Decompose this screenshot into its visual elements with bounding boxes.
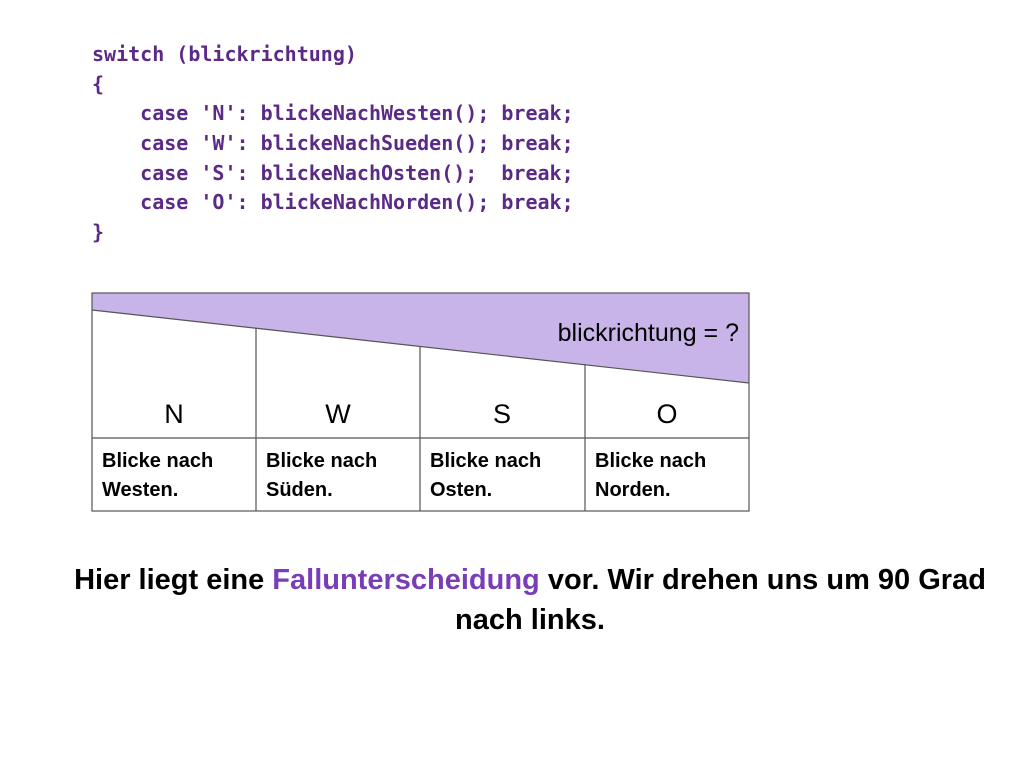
caption-highlight: Fallunterscheidung xyxy=(272,564,540,596)
case-label-o: O xyxy=(656,399,677,429)
caption-text: vor. Wir drehen uns um 90 Grad nach link… xyxy=(455,564,986,636)
code-line: switch (blickrichtung) xyxy=(92,42,357,66)
code-line: } xyxy=(92,220,105,245)
code-block: switch (blickrichtung) { case 'N': blicke… xyxy=(92,40,574,248)
code-line: case 'N': blickeNachWesten(); break; xyxy=(92,101,574,126)
case-label-n: N xyxy=(164,399,184,429)
case-label-s: S xyxy=(493,399,511,429)
action-text: Osten. xyxy=(430,479,493,501)
condition-label: blickrichtung = ? xyxy=(558,319,739,347)
code-line: { xyxy=(92,71,105,96)
action-cell-n: Blicke nach Westen. xyxy=(102,447,252,505)
action-text: Blicke nach xyxy=(595,450,707,472)
action-cell-o: Blicke nach Norden. xyxy=(595,447,745,505)
code-line: case 'S': blickeNachOsten(); break; xyxy=(92,160,574,185)
code-line: case 'O': blickeNachNorden(); break; xyxy=(92,190,574,215)
condition-header xyxy=(92,293,749,383)
action-text: Norden. xyxy=(595,479,671,501)
caption-text: Hier liegt eine xyxy=(74,564,273,596)
action-text: Westen. xyxy=(102,479,179,501)
case-label-w: W xyxy=(325,399,351,429)
action-cell-s: Blicke nach Osten. xyxy=(430,447,580,505)
action-text: Blicke nach xyxy=(266,450,378,472)
caption: Hier liegt eine Fallunterscheidung vor. … xyxy=(60,560,1000,640)
action-cell-w: Blicke nach Süden. xyxy=(266,447,416,505)
code-line: case 'W': blickeNachSueden(); break; xyxy=(92,131,574,156)
action-text: Süden. xyxy=(266,479,333,501)
action-text: Blicke nach xyxy=(430,450,542,472)
action-text: Blicke nach xyxy=(102,450,214,472)
